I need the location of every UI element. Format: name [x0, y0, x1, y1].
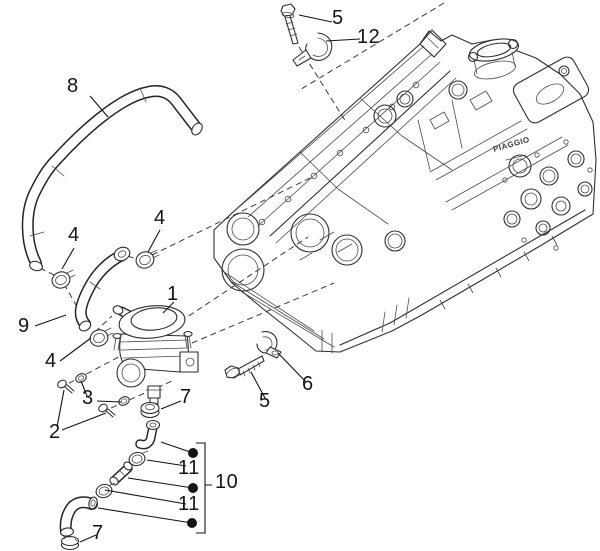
- bolt-2b: [98, 403, 116, 418]
- l-hose: [59, 496, 98, 537]
- washer-3a: [75, 373, 87, 383]
- ring-nut-7-upper: [140, 401, 160, 419]
- hose-8: [21, 85, 203, 272]
- part-label-9: 9: [18, 315, 30, 337]
- part-label-10: 10: [215, 471, 239, 493]
- part-label-6: 6: [302, 373, 314, 395]
- part-label-11: 11: [178, 457, 200, 479]
- clamp-4-upper: [135, 249, 160, 269]
- part-label-5: 5: [332, 7, 344, 29]
- part-label-4: 4: [45, 350, 57, 372]
- elbow-fitting-11: [135, 419, 161, 450]
- part-label-8: 8: [67, 75, 79, 97]
- bolt-5-top: [280, 3, 299, 45]
- nipple-fitting: [109, 461, 133, 486]
- part-label-1: 1: [167, 283, 179, 305]
- callout-dots: [187, 448, 198, 528]
- hose-clamp-11-lower: [95, 482, 116, 499]
- bolt-5-bottom: [224, 355, 265, 379]
- part-label-12: 12: [357, 26, 381, 48]
- part-label-7: 7: [180, 386, 192, 408]
- hose-clamp-11-upper: [128, 450, 149, 467]
- part-label-3: 3: [82, 387, 94, 409]
- nut-7-lower: [60, 535, 80, 551]
- leader-lines: [34, 14, 361, 543]
- part-label-7: 7: [92, 522, 104, 544]
- clamp-4-lower: [89, 327, 114, 347]
- washer-3b: [118, 396, 130, 406]
- bolt-2a: [57, 379, 75, 394]
- clamp-6: [256, 331, 282, 359]
- engine-block: PIAGGIO: [213, 29, 597, 354]
- part-label-4: 4: [154, 207, 166, 229]
- part-label-2: 2: [49, 421, 61, 443]
- air-valve-1: [112, 305, 199, 408]
- part-label-11: 11: [178, 493, 200, 515]
- clamp-12: [292, 32, 333, 67]
- clamp-4-left: [51, 269, 76, 289]
- hose-9: [74, 246, 131, 332]
- part-label-5: 5: [259, 390, 271, 412]
- bracket-10: [196, 442, 212, 534]
- part-label-4: 4: [68, 224, 80, 246]
